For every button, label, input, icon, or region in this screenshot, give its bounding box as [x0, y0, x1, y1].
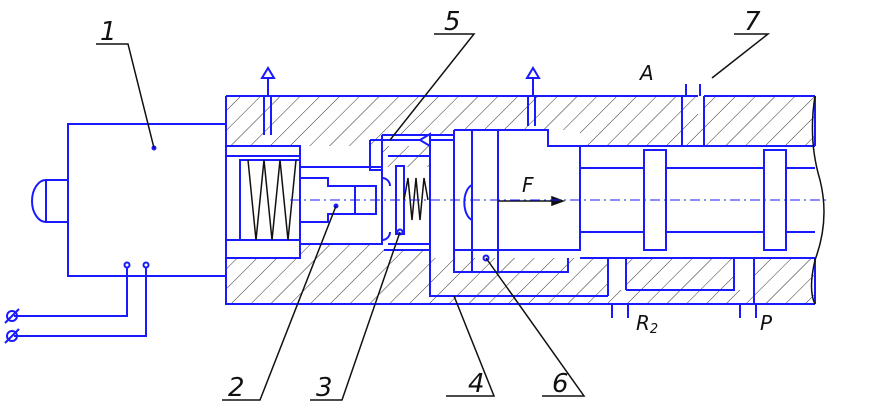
pilot-flow-arrow: [369, 132, 454, 171]
port-a-tube: [685, 84, 701, 96]
callout-4: 4: [468, 369, 485, 399]
callout-3: 3: [316, 373, 333, 403]
leader-lines: [96, 33, 771, 401]
electromagnet: [14, 123, 227, 337]
force-label: F: [522, 173, 534, 197]
port-r-subscript: 2: [650, 322, 658, 337]
port-r-label: R2: [636, 311, 658, 337]
terminal-symbol-bottom: [4, 328, 20, 344]
vent-arrow-left: [260, 66, 276, 96]
ball-valve-spring: [403, 177, 429, 221]
callout-5: 5: [444, 7, 461, 37]
plunger-spring: [247, 159, 297, 241]
callout-1: 1: [100, 17, 117, 47]
callout-7: 7: [744, 7, 761, 37]
force-arrow: [498, 195, 566, 207]
callout-2: 2: [228, 373, 245, 403]
port-r-main: R: [636, 311, 650, 335]
callout-6: 6: [552, 369, 569, 399]
break-line: [810, 95, 825, 305]
port-p-label: P: [760, 311, 773, 335]
vent-arrow-right: [525, 66, 541, 96]
valve-body-outline: [225, 95, 816, 318]
terminal-symbol-top: [4, 308, 20, 324]
port-a-label: A: [638, 61, 654, 85]
